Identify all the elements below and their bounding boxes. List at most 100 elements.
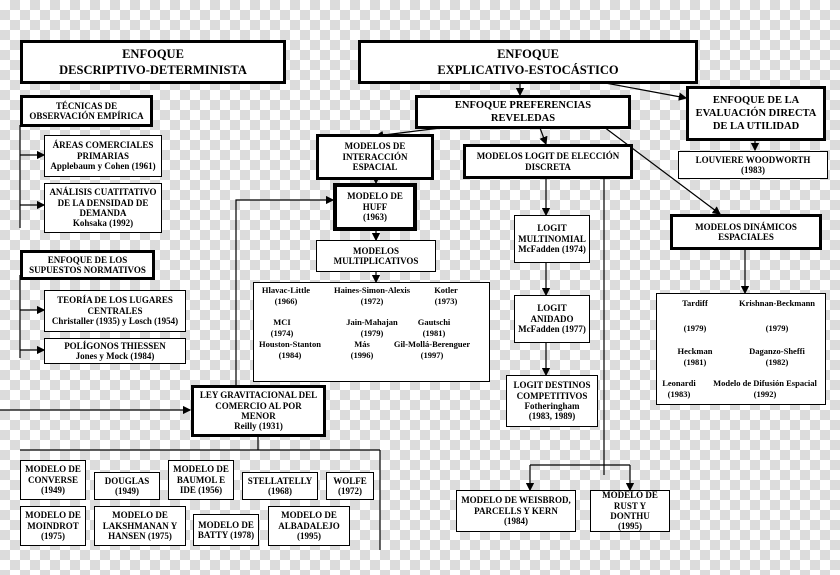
analisis-line3: DEMANDA (79, 208, 127, 218)
analisis-line2: DE LA DENSIDAD DE (57, 197, 149, 208)
dyn-entry: Modelo de Difusión Espacial(1992) (713, 378, 817, 399)
normative-assumptions-box: ENFOQUE DE LOS SUPUESTOS NORMATIVOS (20, 250, 155, 280)
dinamicos-line2: ESPACIALES (718, 232, 774, 242)
spatial-dynamic-models-box: MODELOS DINÁMICOS ESPACIALES (670, 214, 822, 250)
rust-donthu-model-box: MODELO DE RUST Y DONTHU (1995) (590, 490, 670, 532)
multi-entry: Jain-Mahajan(1979) (346, 317, 398, 338)
retail-gravitation-law-box: LEY GRAVITACIONAL DEL COMERCIO AL POR ME… (191, 385, 326, 437)
multinomial-ref: McFadden (1974) (518, 244, 586, 255)
anidado-ref: McFadden (1977) (518, 324, 586, 335)
logit-discreta-line1: MODELOS LOGIT DE ELECCIÓN (476, 151, 620, 162)
lakshmanan-hansen-model-box: MODELO DE LAKSHMANAN Y HANSEN (1975) (94, 506, 186, 546)
multinomial-line2: MULTINOMIAL (518, 233, 586, 244)
dyn-entry: Heckman(1981) (677, 346, 713, 367)
analisis-ref: Kohsaka (1992) (72, 218, 134, 229)
poligonos-line1: POLÍGONOS THIESSEN (64, 340, 166, 351)
supuestos-line2: SUPUESTOS NORMATIVOS (29, 265, 146, 275)
multiplicativos-line2: MULTIPLICATIVOS (333, 256, 419, 266)
multi-entry: Más(1996) (350, 339, 374, 360)
dyn-entry: Daganzo-Sheffi(1982) (749, 346, 805, 367)
demand-density-analysis-box: ANÁLISIS CUATITATIVO DE LA DENSIDAD DE D… (44, 183, 162, 233)
explicative-subtitle: EXPLICATIVO-ESTOCÁSTICO (437, 63, 619, 77)
areas-line2: PRIMARIAS (76, 150, 129, 161)
wolfe-model-box: WOLFE (1972) (326, 472, 374, 500)
evaluacion-line2: EVALUACIÓN DIRECTA (695, 107, 817, 119)
teoria-line1: TEORÍA DE LOS LUGARES (57, 295, 173, 306)
dinamicos-line1: MODELOS DINÁMICOS (695, 221, 797, 232)
converse-line2: CONVERSE (27, 474, 78, 485)
huff-line2: HUFF (362, 201, 388, 212)
primary-trade-areas-box: ÁREAS COMERCIALES PRIMARIAS Applebaum y … (44, 135, 162, 177)
dyn-entry: Tardiff(1979) (682, 298, 708, 333)
direct-utility-evaluation-box: ENFOQUE DE LA EVALUACIÓN DIRECTA DE LA U… (686, 86, 826, 141)
batty-model-box: MODELO DE BATTY (1978) (193, 514, 259, 546)
logit-discreta-line2: DISCRETA (525, 161, 571, 172)
tecnicas-line1: TÉCNICAS DE (55, 100, 118, 111)
moindrot-model-box: MODELO DE MOINDROT (1975) (20, 506, 86, 546)
interaccion-line1: MODELOS DE (344, 141, 406, 152)
destinos-line2: COMPETITIVOS (516, 390, 588, 401)
destinos-line1: LOGIT DESTINOS (513, 380, 591, 391)
destinos-ref: Fotheringham (524, 401, 580, 411)
rust-line1: MODELO DE (602, 490, 658, 501)
analisis-line1: ANÁLISIS CUATITATIVO (49, 187, 157, 198)
evaluacion-line1: ENFOQUE DE LA (712, 94, 800, 106)
explicative-stochastic-approach-box: ENFOQUE EXPLICATIVO-ESTOCÁSTICO (358, 40, 698, 84)
albadalejo-line2: ALBADALEJO (278, 520, 340, 531)
multi-entry: Haines-Simon-Alexis(1972) (333, 285, 411, 306)
lakshmanan-line2: LAKSHMANAN Y (102, 520, 178, 531)
multi-entry: Hlavac-Little(1966) (261, 285, 311, 306)
douglas-model-box: DOUGLAS (1949) (94, 472, 160, 500)
huff-model-box: MODELO DE HUFF (1963) (333, 183, 417, 231)
evaluacion-line3: DE LA UTILIDAD (712, 121, 800, 133)
rust-year: (1995) (618, 521, 642, 532)
interaccion-line3: ESPACIAL (352, 162, 398, 173)
stellatelly-line1: STELLATELLY (247, 475, 313, 486)
dyn-entry: Krishnan-Beckmann(1979) (738, 298, 816, 333)
huff-line1: MODELO DE (347, 191, 403, 202)
ley-line3: MENOR (241, 411, 276, 421)
huff-year: (1963) (363, 212, 387, 223)
revealed-preferences-box: ENFOQUE PREFERENCIAS REVELEDAS (415, 95, 631, 129)
wolfe-line1: WOLFE (333, 475, 367, 486)
multiplicative-models-box: MODELOS MULTIPLICATIVOS (316, 240, 436, 272)
rust-line2: RUST Y DONTHU (610, 500, 650, 521)
ley-line1: LEY GRAVITACIONAL DEL (199, 390, 318, 401)
explicative-title: ENFOQUE (497, 46, 559, 61)
multinomial-logit-box: LOGIT MULTINOMIAL McFadden (1974) (514, 215, 590, 263)
lakshmanan-line1: MODELO DE (112, 510, 168, 521)
baumol-line2: BAUMOL E (176, 474, 226, 485)
weisbrod-model-box: MODELO DE WEISBROD, PARCELLS Y KERN (198… (456, 490, 576, 532)
albadalejo-year: (1995) (297, 531, 321, 542)
descriptive-deterministic-approach-box: ENFOQUE DESCRIPTIVO-DETERMINISTA (20, 40, 286, 84)
baumol-ide-model-box: MODELO DE BAUMOL E IDE (1956) (168, 460, 234, 500)
douglas-line1: DOUGLAS (104, 475, 150, 486)
converse-year: (1949) (41, 485, 65, 496)
dyn-entry: Leonardi(1983) (662, 378, 696, 399)
wolfe-year: (1972) (338, 486, 362, 496)
louviere-year: (1983) (741, 165, 765, 175)
baumol-line1: MODELO DE (173, 464, 229, 475)
ley-ref: Reilly (1931) (234, 421, 283, 432)
multi-entry: MCI(1974) (270, 317, 294, 338)
destinos-years: (1983, 1989) (528, 411, 576, 422)
anidado-line1: LOGIT (537, 303, 567, 314)
weisbrod-line1: MODELO DE WEISBROD, (461, 495, 571, 506)
teoria-line2: CENTRALES (87, 305, 143, 316)
moindrot-line2: MOINDROT (27, 520, 79, 531)
anidado-line2: ANIDADO (530, 313, 574, 324)
preferencias-line1: ENFOQUE PREFERENCIAS (454, 99, 592, 111)
multiplicativos-line1: MODELOS (352, 245, 399, 256)
stellatelly-model-box: STELLATELLY (1968) (242, 472, 318, 500)
batty-line1: MODELO DE (198, 519, 254, 530)
converse-model-box: MODELO DE CONVERSE (1949) (20, 460, 86, 500)
multinomial-line1: LOGIT (537, 223, 567, 234)
empirical-observation-box: TÉCNICAS DE OBSERVACIÓN EMPÍRICA (20, 95, 153, 127)
weisbrod-year: (1984) (504, 516, 528, 527)
ley-line2: COMERCIO AL POR (215, 400, 302, 411)
batty-line2: BATTY (1978) (197, 530, 255, 540)
nested-logit-box: LOGIT ANIDADO McFadden (1977) (514, 295, 590, 343)
multi-entry: Houston-Stanton(1984) (259, 339, 321, 360)
descriptive-title: ENFOQUE (122, 46, 184, 61)
albadalejo-line1: MODELO DE (281, 510, 337, 521)
